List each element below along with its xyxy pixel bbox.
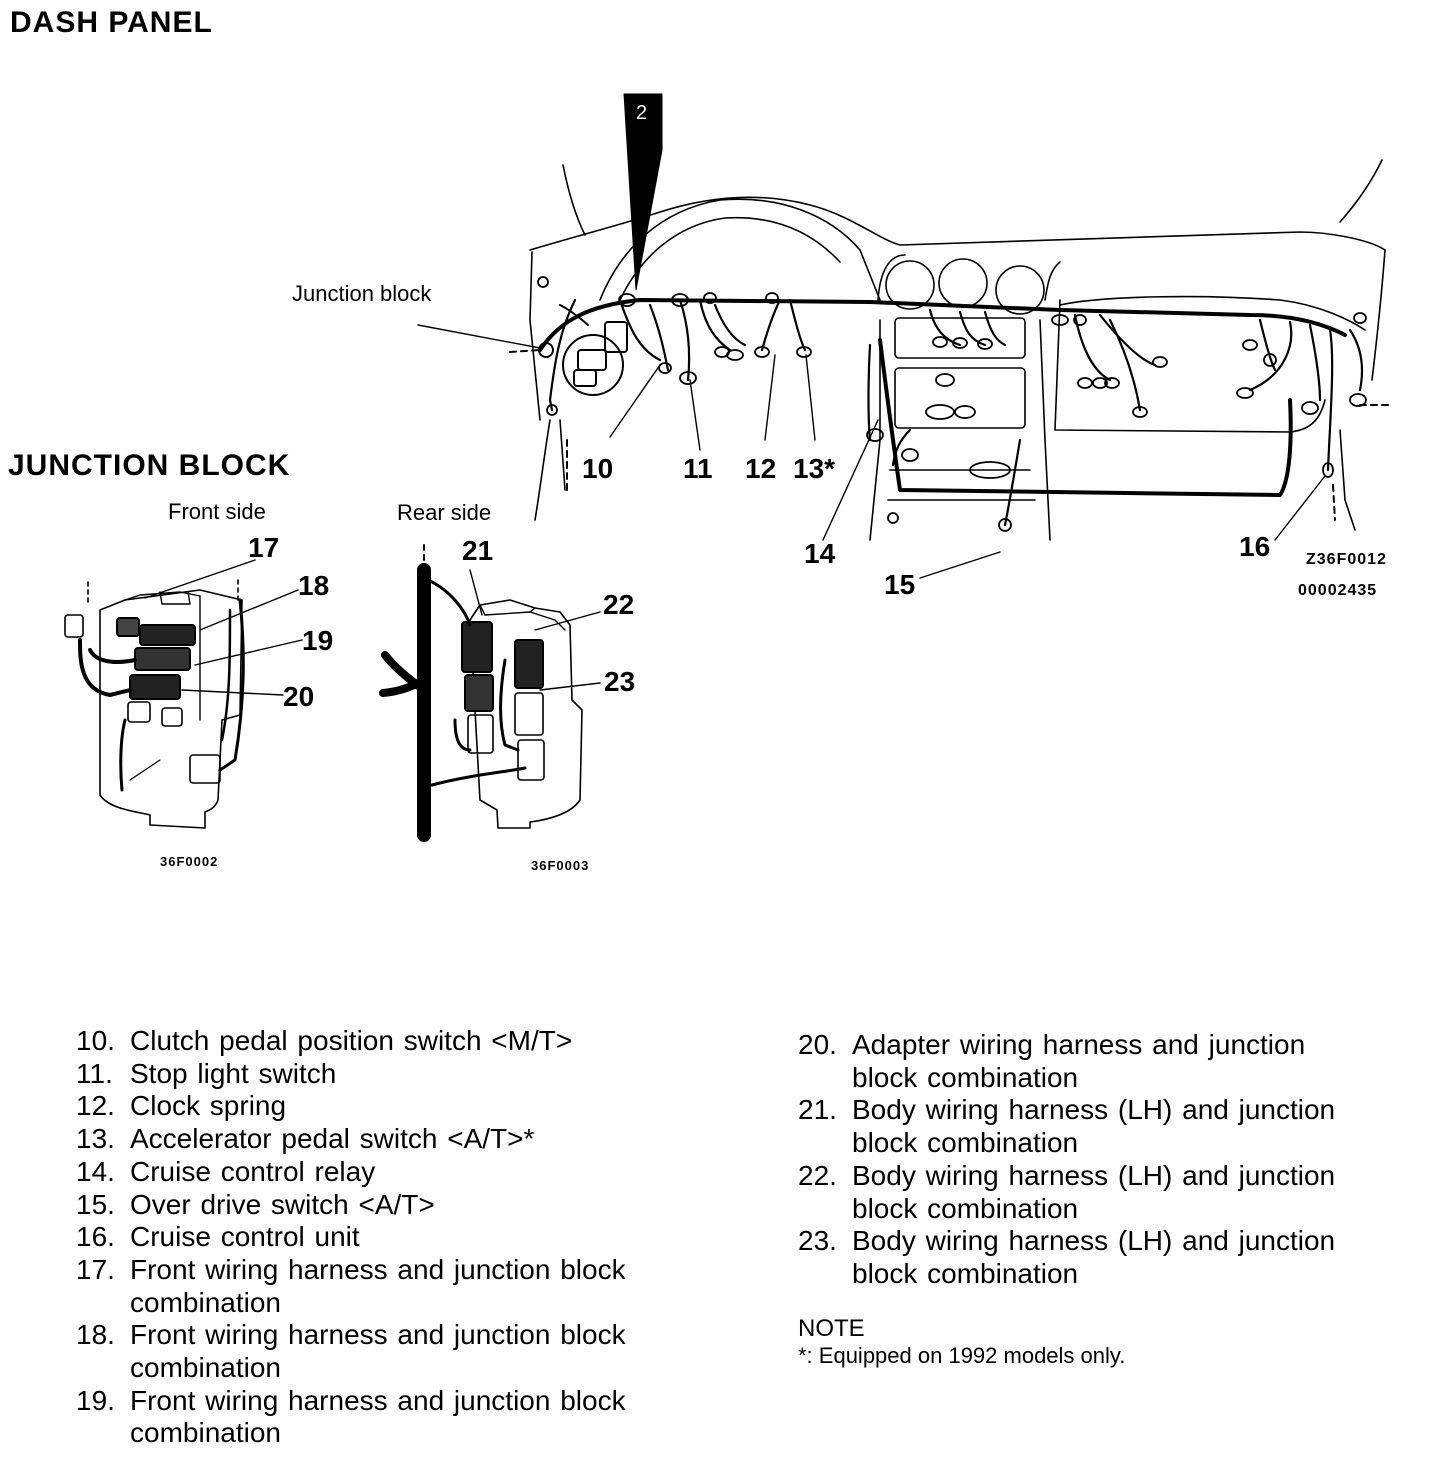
legend-item: 10.Clutch pedal position switch <M/T>	[76, 1025, 573, 1056]
callout-12: 12	[745, 453, 777, 484]
legend-right: 20.Adapter wiring harness and junction b…	[798, 1029, 1408, 1291]
callout-11: 11	[683, 453, 713, 484]
figure-code-front: 36F0002	[160, 854, 219, 869]
legend-item-cont: block combination	[852, 1257, 1079, 1289]
junction-block-pointer-label: Junction block	[292, 281, 432, 306]
dash-junction-block	[538, 304, 628, 396]
legend-item-cont: combination	[130, 1286, 281, 1318]
legend-item: 15.Over drive switch <A/T>	[76, 1188, 435, 1220]
legend-item: 11.Stop light switch	[76, 1057, 337, 1089]
callout-10: 10	[582, 453, 614, 484]
legend-item: 14.Cruise control relay	[76, 1155, 376, 1187]
legend-item: 17.Front wiring harness and junction blo…	[76, 1253, 626, 1285]
legend-item: 18.Front wiring harness and junction blo…	[76, 1319, 626, 1351]
callout-21: 21	[462, 535, 494, 566]
legend-left: 10.Clutch pedal position switch <M/T> 11…	[76, 1025, 696, 1450]
junction-block-front-drawing	[64, 559, 303, 829]
legend-item: 13.Accelerator pedal switch <A/T>*	[76, 1123, 535, 1155]
legend-item: 19.Front wiring harness and junction blo…	[76, 1384, 626, 1416]
junction-block-title: JUNCTION BLOCK	[8, 449, 291, 482]
view-marker-pointer	[623, 93, 663, 291]
callout-19: 19	[302, 625, 334, 656]
legend-item-cont: block combination	[852, 1192, 1079, 1224]
legend-item: 16.Cruise control unit	[76, 1221, 360, 1253]
legend-item: 22.Body wiring harness (LH) and junction	[798, 1159, 1336, 1191]
dash-panel-title: DASH PANEL	[10, 6, 213, 39]
legend-item-cont: block combination	[852, 1061, 1079, 1093]
legend-item: 12.Clock spring	[76, 1090, 287, 1122]
legend-item: 20.Adapter wiring harness and junction	[798, 1029, 1306, 1060]
rear-side-label: Rear side	[397, 500, 492, 525]
legend-item-cont: block combination	[852, 1127, 1079, 1159]
callout-15: 15	[884, 569, 916, 600]
callout-16: 16	[1239, 531, 1271, 562]
figure-number-main: 00002435	[1298, 582, 1378, 599]
junction-block-rear-drawing	[379, 544, 601, 842]
legend-item-cont: combination	[130, 1417, 281, 1449]
legend-item: 23.Body wiring harness (LH) and junction	[798, 1225, 1336, 1257]
callout-14: 14	[804, 538, 836, 569]
callout-22: 22	[603, 589, 635, 620]
main-harness	[538, 298, 1347, 497]
callout-20: 20	[283, 681, 315, 712]
connectors	[537, 276, 1367, 532]
callout-23: 23	[604, 666, 636, 697]
leader-lines	[417, 324, 1326, 579]
note-heading: NOTE	[798, 1315, 865, 1342]
harness-branches	[548, 298, 1364, 527]
note-body: *: Equipped on 1992 models only.	[798, 1343, 1126, 1368]
front-side-label: Front side	[168, 499, 266, 524]
callout-17: 17	[248, 532, 280, 563]
figure-code-main: Z36F0012	[1306, 551, 1387, 568]
legend-item-cont: combination	[130, 1352, 281, 1384]
callout-18: 18	[298, 570, 330, 601]
dash-panel-drawing	[529, 159, 1386, 541]
figure-code-rear: 36F0003	[531, 858, 590, 873]
callout-13: 13*	[793, 453, 836, 484]
legend-item: 21.Body wiring harness (LH) and junction	[798, 1094, 1336, 1126]
view-marker-label: 2	[636, 102, 648, 124]
